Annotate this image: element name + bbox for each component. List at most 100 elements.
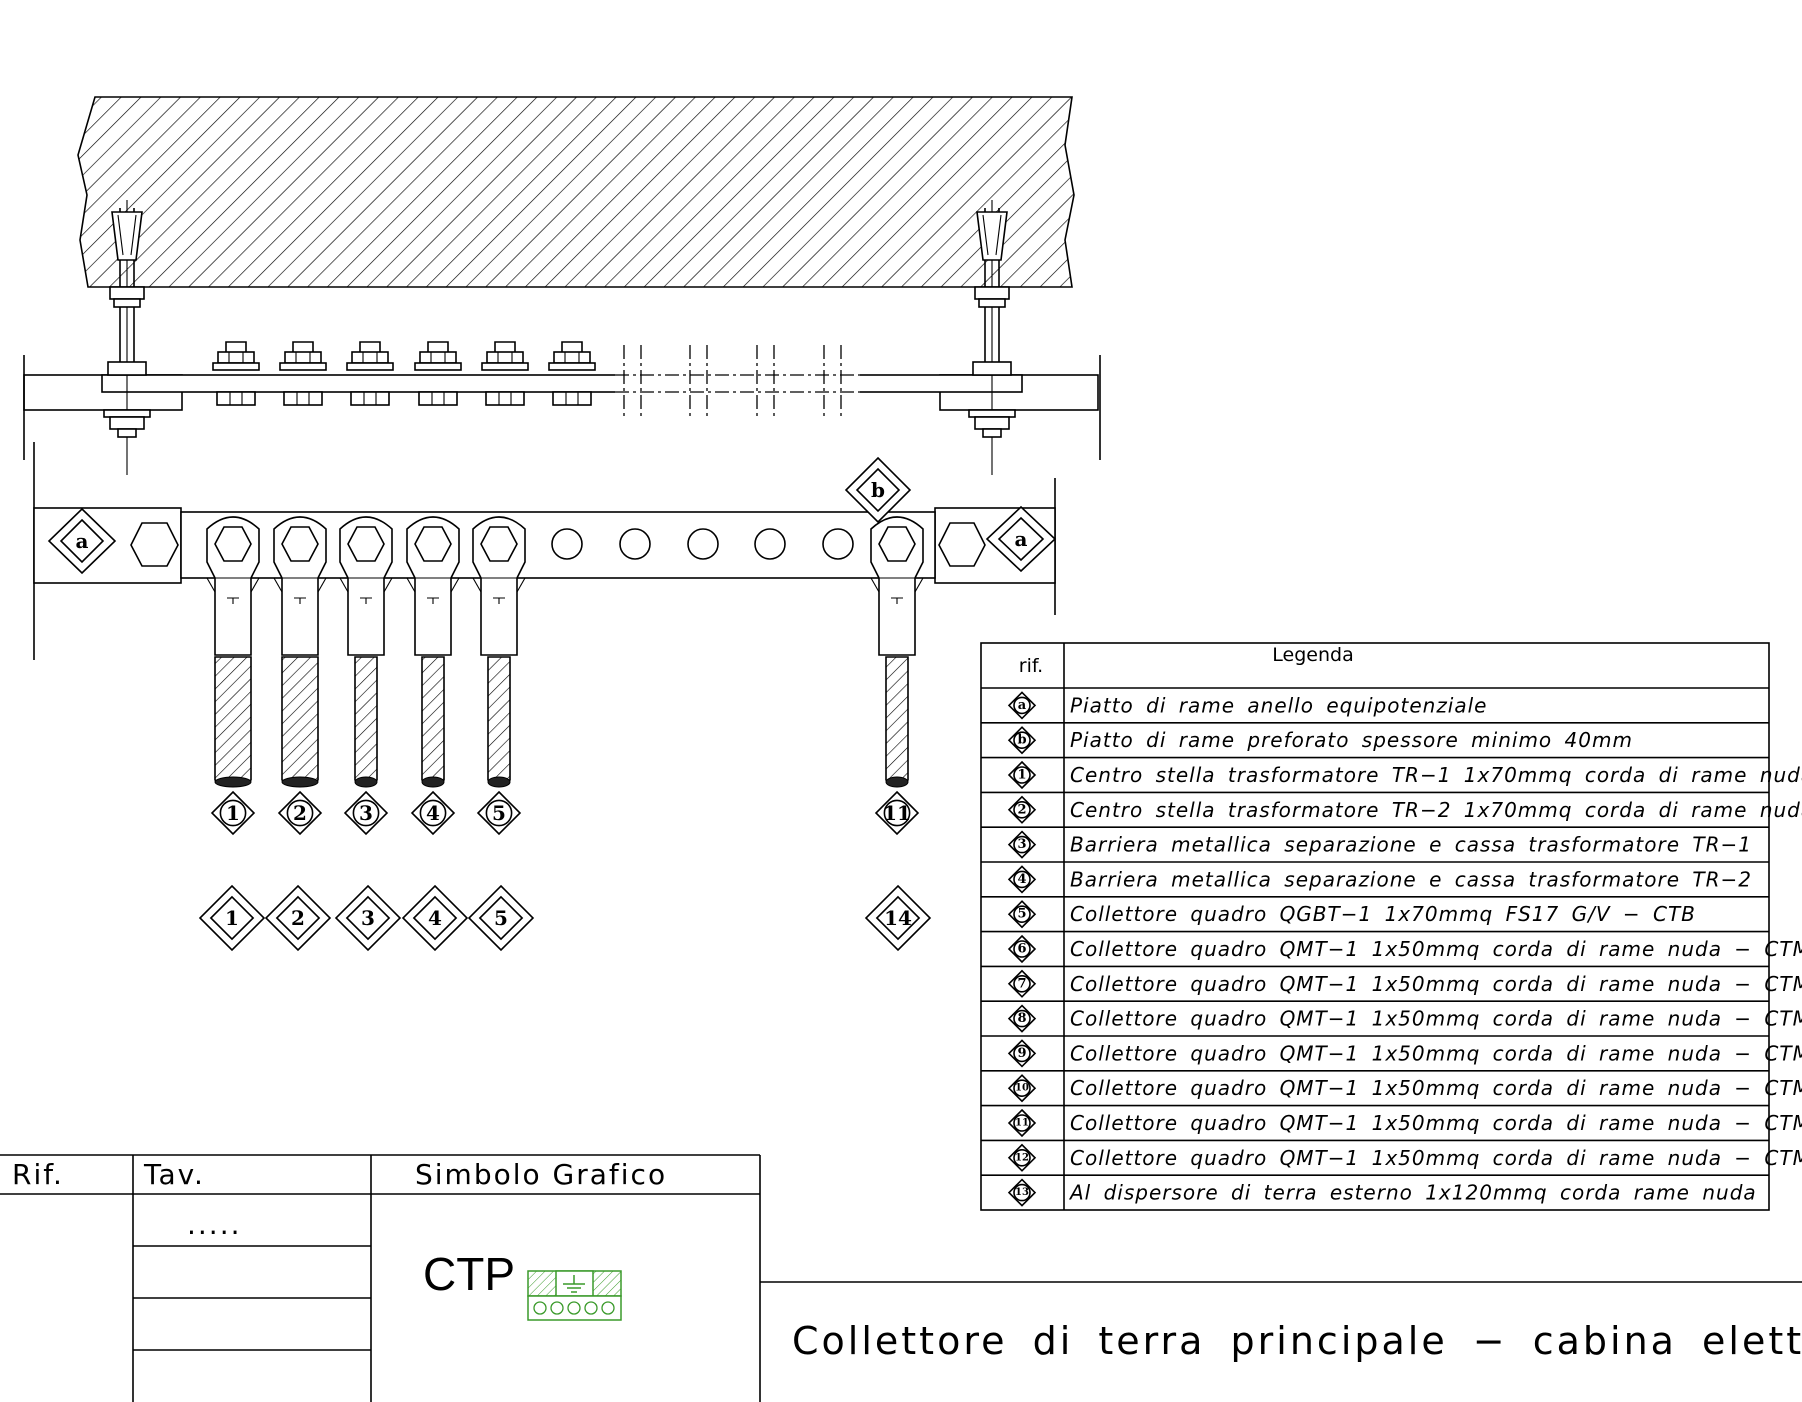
col-ref-label: Rif. [12, 1158, 64, 1191]
cable-lug [339, 516, 393, 788]
terminal-marker-5: 5 [467, 884, 535, 952]
bolt [548, 341, 596, 406]
col-tav-label: Tav. [143, 1158, 205, 1191]
svg-text:5: 5 [492, 801, 506, 825]
legend-ref-marker: 3 [1007, 830, 1037, 859]
cable-lug [273, 516, 327, 788]
legend-row: 12 Collettore quadro QMT−1 1x50mmq corda … [981, 1139, 1802, 1172]
legend-ref-marker: 7 [1007, 969, 1037, 998]
drawing-title: Collettore di terra principale − cabina … [792, 1319, 1802, 1363]
svg-text:2: 2 [291, 906, 305, 930]
legend-row: a Piatto di rame anello equipotenziale [1007, 691, 1487, 720]
svg-text:11: 11 [1015, 1118, 1029, 1129]
legend-text: Piatto di rame preforato spessore minimo… [1070, 728, 1633, 752]
svg-text:6: 6 [1017, 942, 1026, 957]
legend-text: Collettore quadro QMT−1 1x50mmq corda di… [1070, 1041, 1802, 1065]
anchor-right [968, 200, 1016, 475]
bolt [212, 341, 260, 406]
cable-lug [406, 516, 460, 788]
svg-text:9: 9 [1017, 1046, 1026, 1061]
legend-text: Collettore quadro QMT−1 1x50mmq corda di… [1070, 937, 1802, 961]
plate-marker-a-left: a [47, 507, 117, 575]
tav-value: ..... [187, 1208, 242, 1241]
svg-text:1: 1 [226, 801, 240, 825]
svg-text:3: 3 [1017, 837, 1026, 852]
legend-row: 9 Collettore quadro QMT−1 1x50mmq corda d… [981, 1035, 1802, 1068]
terminal-marker-4: 4 [401, 884, 469, 952]
cable-marker-3: 3 [343, 790, 389, 836]
legend-ref-marker: 10 [1007, 1074, 1037, 1103]
legend-text: Collettore quadro QMT−1 1x50mmq corda di… [1070, 1076, 1802, 1100]
svg-text:7: 7 [1017, 976, 1026, 991]
legend-ref-marker: 13 [1007, 1178, 1037, 1207]
terminal-marker-2: 2 [264, 884, 332, 952]
cable-lug [206, 516, 260, 788]
legend-ref-header: rif. [1019, 655, 1043, 677]
legend-title: Legenda [1272, 644, 1353, 666]
legend-ref-marker: b [1007, 726, 1037, 755]
cable-marker-1: 1 [210, 790, 256, 836]
legend-text: Centro stella trasformatore TR−2 1x70mmq… [1070, 798, 1802, 822]
cable-lug [870, 516, 924, 788]
cable-marker-5: 5 [476, 790, 522, 836]
legend-row: 6 Collettore quadro QMT−1 1x50mmq corda d… [981, 930, 1802, 964]
anchor-left [103, 200, 151, 475]
legend-row: 13 Al dispersore di terra esterno 1x120mm… [981, 1174, 1769, 1207]
svg-text:a: a [1018, 698, 1027, 713]
col-symbol-label: Simbolo Grafico [415, 1158, 667, 1191]
concrete-slab [77, 96, 1075, 288]
legend-ref-marker: 4 [1007, 865, 1037, 894]
legend-text: Collettore quadro QGBT−1 1x70mmq FS17 G/… [1070, 902, 1696, 926]
svg-text:a: a [76, 529, 89, 553]
svg-text:5: 5 [1017, 907, 1026, 922]
legend-ref-marker: 9 [1007, 1039, 1037, 1068]
svg-text:b: b [1017, 733, 1026, 748]
symbol-text: CTP [423, 1248, 515, 1300]
legend-ref-marker: 8 [1007, 1004, 1037, 1033]
svg-text:1: 1 [1017, 768, 1026, 783]
legend-text: Piatto di rame anello equipotenziale [1070, 693, 1487, 717]
legend-ref-marker: 1 [1007, 760, 1037, 790]
legend-row: 8 Collettore quadro QMT−1 1x50mmq corda d… [981, 1000, 1802, 1033]
legend-text: Barriera metallica separazione e cassa t… [1070, 833, 1752, 857]
svg-text:5: 5 [494, 906, 508, 930]
svg-text:b: b [871, 478, 885, 502]
legend-ref-marker: 2 [1007, 795, 1037, 824]
svg-text:4: 4 [1017, 872, 1026, 887]
plate-marker-b: b [844, 456, 912, 524]
svg-text:8: 8 [1017, 1011, 1026, 1026]
cable-lug [472, 516, 526, 788]
legend-ref-marker: 6 [1007, 934, 1037, 964]
legend-ref-marker: 5 [1007, 900, 1037, 929]
svg-text:4: 4 [428, 906, 442, 930]
plate-marker-a-right: a [985, 505, 1057, 573]
legend-text: Collettore quadro QMT−1 1x50mmq corda di… [1070, 1146, 1802, 1170]
svg-text:1: 1 [225, 906, 239, 930]
title-block: Rif. Tav. Simbolo Grafico ..... CTP Coll… [0, 1154, 1802, 1402]
terminal-marker-1: 1 [198, 884, 266, 952]
ground-collector-symbol [527, 1270, 622, 1321]
bolt [279, 341, 327, 406]
legend-text: Collettore quadro QMT−1 1x50mmq corda di… [1070, 1007, 1802, 1031]
cable-marker-4: 4 [410, 790, 456, 836]
terminal-marker-3: 3 [334, 884, 402, 952]
legend-text: Al dispersore di terra esterno 1x120mmq … [1068, 1181, 1757, 1205]
bolt [481, 341, 529, 406]
plan-holes [551, 528, 854, 560]
svg-text:a: a [1015, 527, 1028, 551]
svg-text:2: 2 [1017, 802, 1026, 817]
legend-row: 5 Collettore quadro QGBT−1 1x70mmq FS17 G… [981, 895, 1769, 929]
svg-text:12: 12 [1015, 1152, 1029, 1163]
cable-lugs [206, 516, 924, 788]
legend-ref-marker: 11 [1007, 1108, 1037, 1138]
legend-row: 3 Barriera metallica separazione e cassa … [981, 826, 1769, 859]
svg-text:4: 4 [426, 801, 440, 825]
legend-row: 10 Collettore quadro QMT−1 1x50mmq corda … [981, 1070, 1802, 1103]
legend-ref-marker: 12 [1007, 1143, 1037, 1172]
legend-row: 2 Centro stella trasformatore TR−2 1x70mm… [981, 791, 1802, 824]
